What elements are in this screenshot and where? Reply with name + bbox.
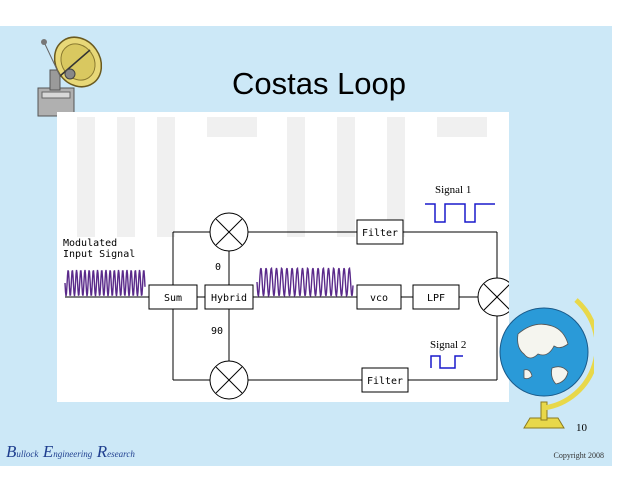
satellite-dish-icon [37, 36, 103, 117]
hybrid-block: Hybrid [211, 293, 247, 304]
input-label-line2: Input Signal [63, 249, 135, 260]
globe-icon [499, 298, 594, 429]
right-mixer [477, 277, 517, 317]
footer-brand: Bullock Engineering Research [6, 442, 135, 462]
phase-0-label: 0 [215, 262, 221, 273]
background-watermark [77, 117, 487, 237]
input-label-line1: Modulated [63, 238, 117, 249]
vco-block: vco [370, 293, 388, 304]
page-title: Costas Loop [231, 66, 407, 101]
footer-brand-rest-b: ullock [16, 449, 39, 459]
signal1-label: Signal 1 [435, 184, 471, 196]
signal2-square-wave [430, 355, 463, 369]
top-mixer [209, 212, 249, 252]
costas-loop-diagram: Sum Hybrid Filter vco LPF Filter Modulat… [57, 112, 517, 402]
phase-90-label: 90 [211, 326, 223, 337]
page-number: 10 [576, 422, 587, 434]
filter-bottom-block: Filter [367, 376, 403, 387]
signal1-square-wave [425, 203, 495, 223]
footer-brand-rest-e: ngineering [53, 449, 93, 459]
bottom-mixer [209, 360, 249, 400]
footer-brand-initial-r: R [96, 442, 108, 461]
lpf-block: LPF [427, 293, 445, 304]
footer-brand-initial-e: E [42, 442, 54, 461]
footer-copyright: Copyright 2008 [553, 451, 604, 460]
modulated-input-waveform [64, 269, 146, 297]
footer-brand-rest-r: esearch [107, 449, 135, 459]
hybrid-output-waveform [256, 266, 354, 298]
signal2-label: Signal 2 [430, 339, 466, 351]
filter-top-block: Filter [362, 228, 398, 239]
footer-brand-initial-b: B [6, 442, 17, 461]
sum-block: Sum [164, 293, 182, 304]
